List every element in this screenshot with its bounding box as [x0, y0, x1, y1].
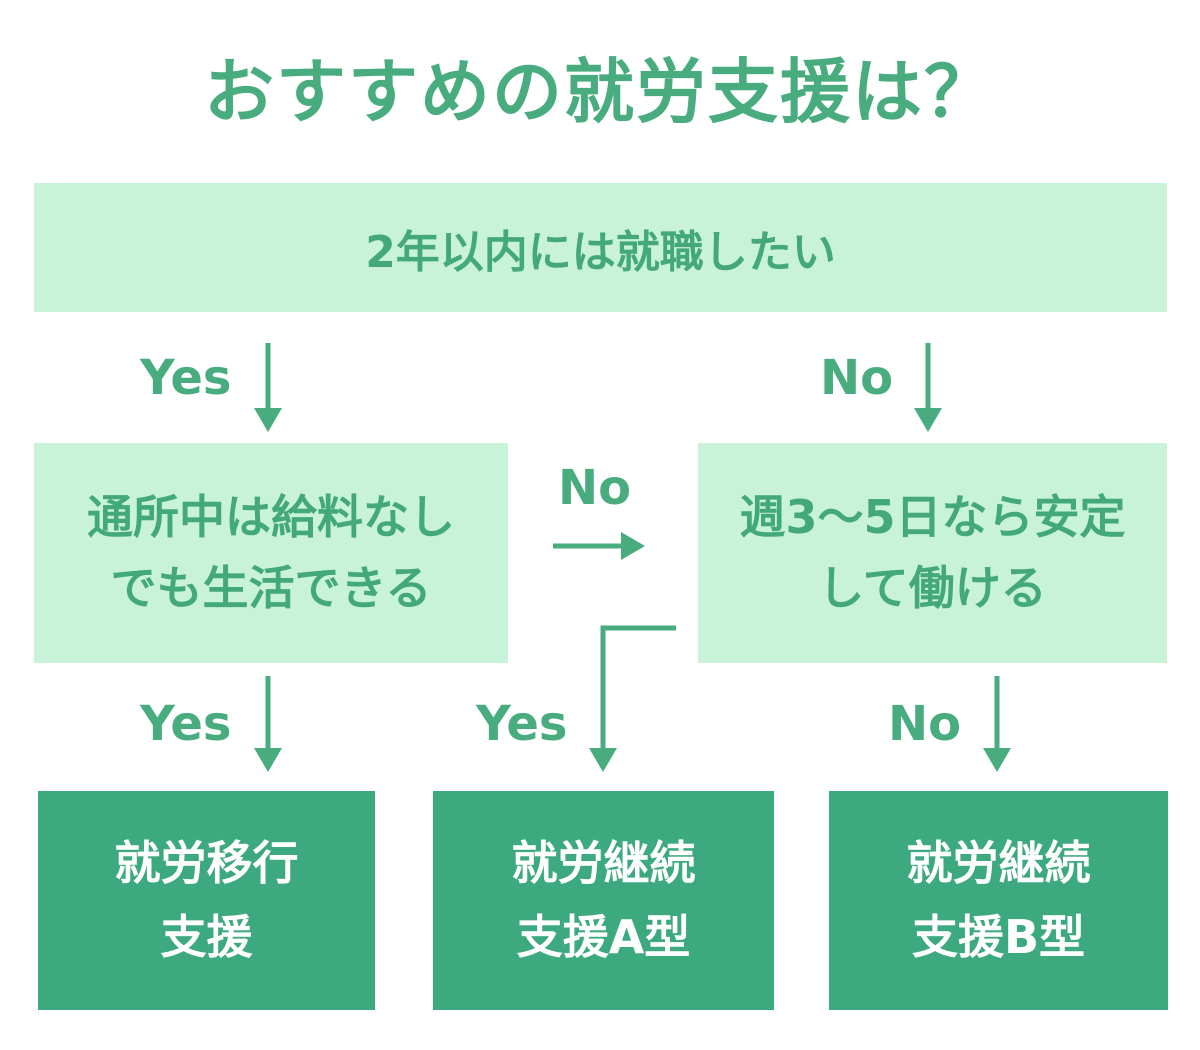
result-r3-line1: 就労継続	[906, 835, 1091, 890]
edge-label-q3-yes: Yes	[476, 696, 568, 752]
question-box-q1: 2年以内には就職したい	[34, 183, 1167, 312]
question-q3-line2: して働ける	[818, 561, 1047, 615]
question-box-q3: 週3〜5日なら安定 して働ける	[698, 443, 1167, 663]
q2-no-right-arrow-icon	[553, 532, 645, 560]
question-box-q2: 通所中は給料なし でも生活できる	[34, 443, 508, 663]
result-box-shuro-keizoku-shien-b: 就労継続 支援B型	[829, 791, 1168, 1010]
result-box-shuro-keizoku-shien-a: 就労継続 支援A型	[433, 791, 774, 1010]
question-q2-line1: 通所中は給料なし	[87, 489, 455, 544]
q1-no-down-arrow-icon	[914, 343, 942, 432]
q3-no-down-arrow-icon	[983, 676, 1011, 772]
page-title: おすすめの就労支援は？	[204, 51, 996, 133]
q3-yes-elbow-arrow-icon	[589, 625, 676, 772]
result-r2-line1: 就労継続	[511, 835, 696, 890]
edge-label-q2-yes: Yes	[140, 696, 232, 752]
edge-label-q1-no: No	[820, 350, 894, 406]
question-q3-line1: 週3〜5日なら安定	[739, 489, 1126, 544]
edge-label-q2-no: No	[558, 460, 632, 516]
question-q2-line2: でも生活できる	[110, 561, 432, 615]
result-r1-line1: 就労移行	[114, 835, 299, 890]
result-r2-line2: 支援A型	[516, 909, 691, 964]
q2-yes-down-arrow-icon	[254, 676, 282, 772]
result-r1-line2: 支援	[160, 909, 253, 964]
q1-yes-down-arrow-icon	[254, 343, 282, 432]
edge-label-q1-yes: Yes	[140, 350, 232, 406]
question-q1-text: 2年以内には就職したい	[365, 226, 836, 278]
result-r3-line2: 支援B型	[911, 909, 1086, 964]
result-box-shuro-iko-shien: 就労移行 支援	[38, 791, 375, 1010]
edge-label-q3-no: No	[888, 696, 962, 752]
